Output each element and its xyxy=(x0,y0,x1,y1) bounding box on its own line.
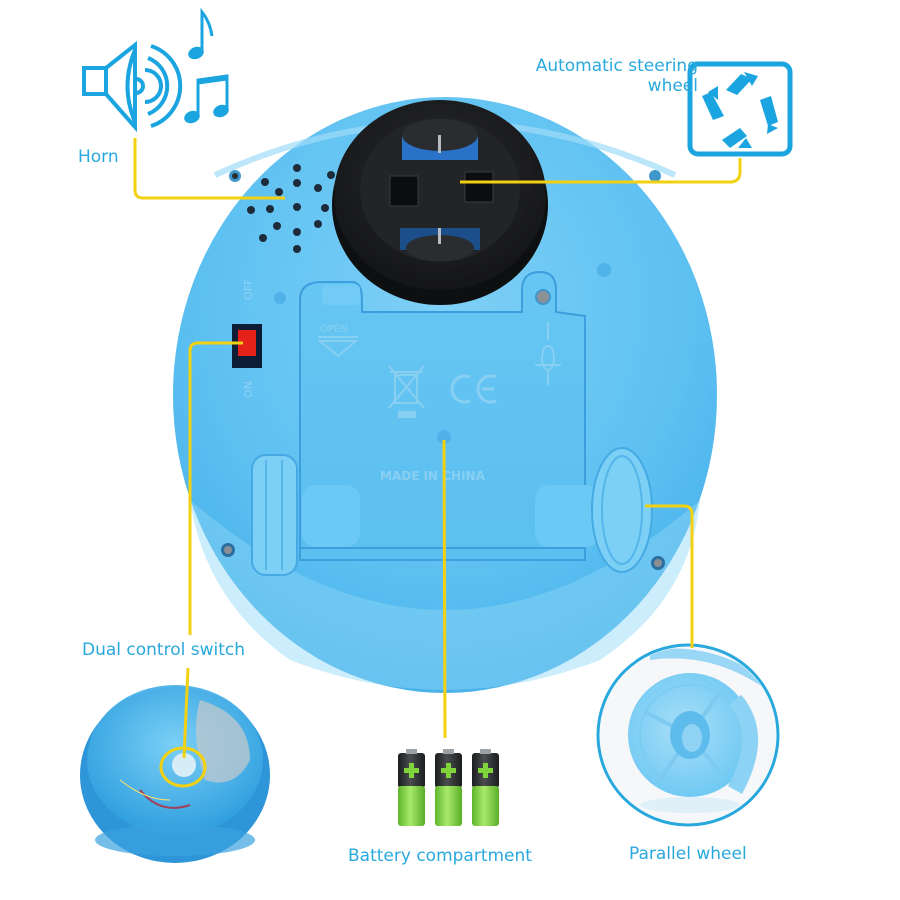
battery-lid: OPEN MADE IN CHINA xyxy=(299,270,586,561)
left-wheel xyxy=(251,454,360,576)
ce-mark-icon xyxy=(450,374,497,404)
off-marking: OFF xyxy=(242,279,255,300)
wheel-inset-photo xyxy=(596,643,780,827)
horn-label: Horn xyxy=(78,147,119,167)
screwdriver-icon xyxy=(535,322,561,385)
music-notes-icon xyxy=(184,7,229,124)
battery-label: Battery compartment xyxy=(348,846,532,866)
battery-leader-line xyxy=(442,439,447,739)
made-in-marking: MADE IN CHINA xyxy=(380,469,486,483)
battery-icon xyxy=(398,749,425,826)
on-marking: ON xyxy=(242,381,255,398)
rotating-arrows-icon xyxy=(687,61,793,157)
wheel-label: Parallel wheel xyxy=(629,844,747,864)
switch-leader-line-lower xyxy=(182,667,190,759)
switch-inset-photo xyxy=(80,685,270,863)
steering-label: Automatic steering wheel xyxy=(470,56,698,96)
steering-wheel-assembly xyxy=(332,100,548,305)
steering-leader-line xyxy=(460,158,742,184)
wheel-leader-line xyxy=(645,504,694,648)
speaker-grille xyxy=(247,164,335,253)
horn-leader-line xyxy=(133,138,285,200)
battery-icon xyxy=(472,749,499,826)
right-wheel xyxy=(535,447,653,573)
leader-lines xyxy=(133,138,742,759)
switch-label: Dual control switch xyxy=(82,640,246,660)
open-marking: OPEN xyxy=(320,324,348,335)
speaker-horn-icon xyxy=(82,40,183,133)
power-switch: OFF ON xyxy=(232,279,286,398)
battery-icon xyxy=(435,749,462,826)
steering-label-line-1: Automatic steering xyxy=(535,56,698,76)
battery-icons xyxy=(398,749,499,826)
weee-bin-icon xyxy=(388,365,425,418)
switch-leader-line xyxy=(188,341,243,635)
steering-label-line-2: wheel xyxy=(647,76,698,96)
